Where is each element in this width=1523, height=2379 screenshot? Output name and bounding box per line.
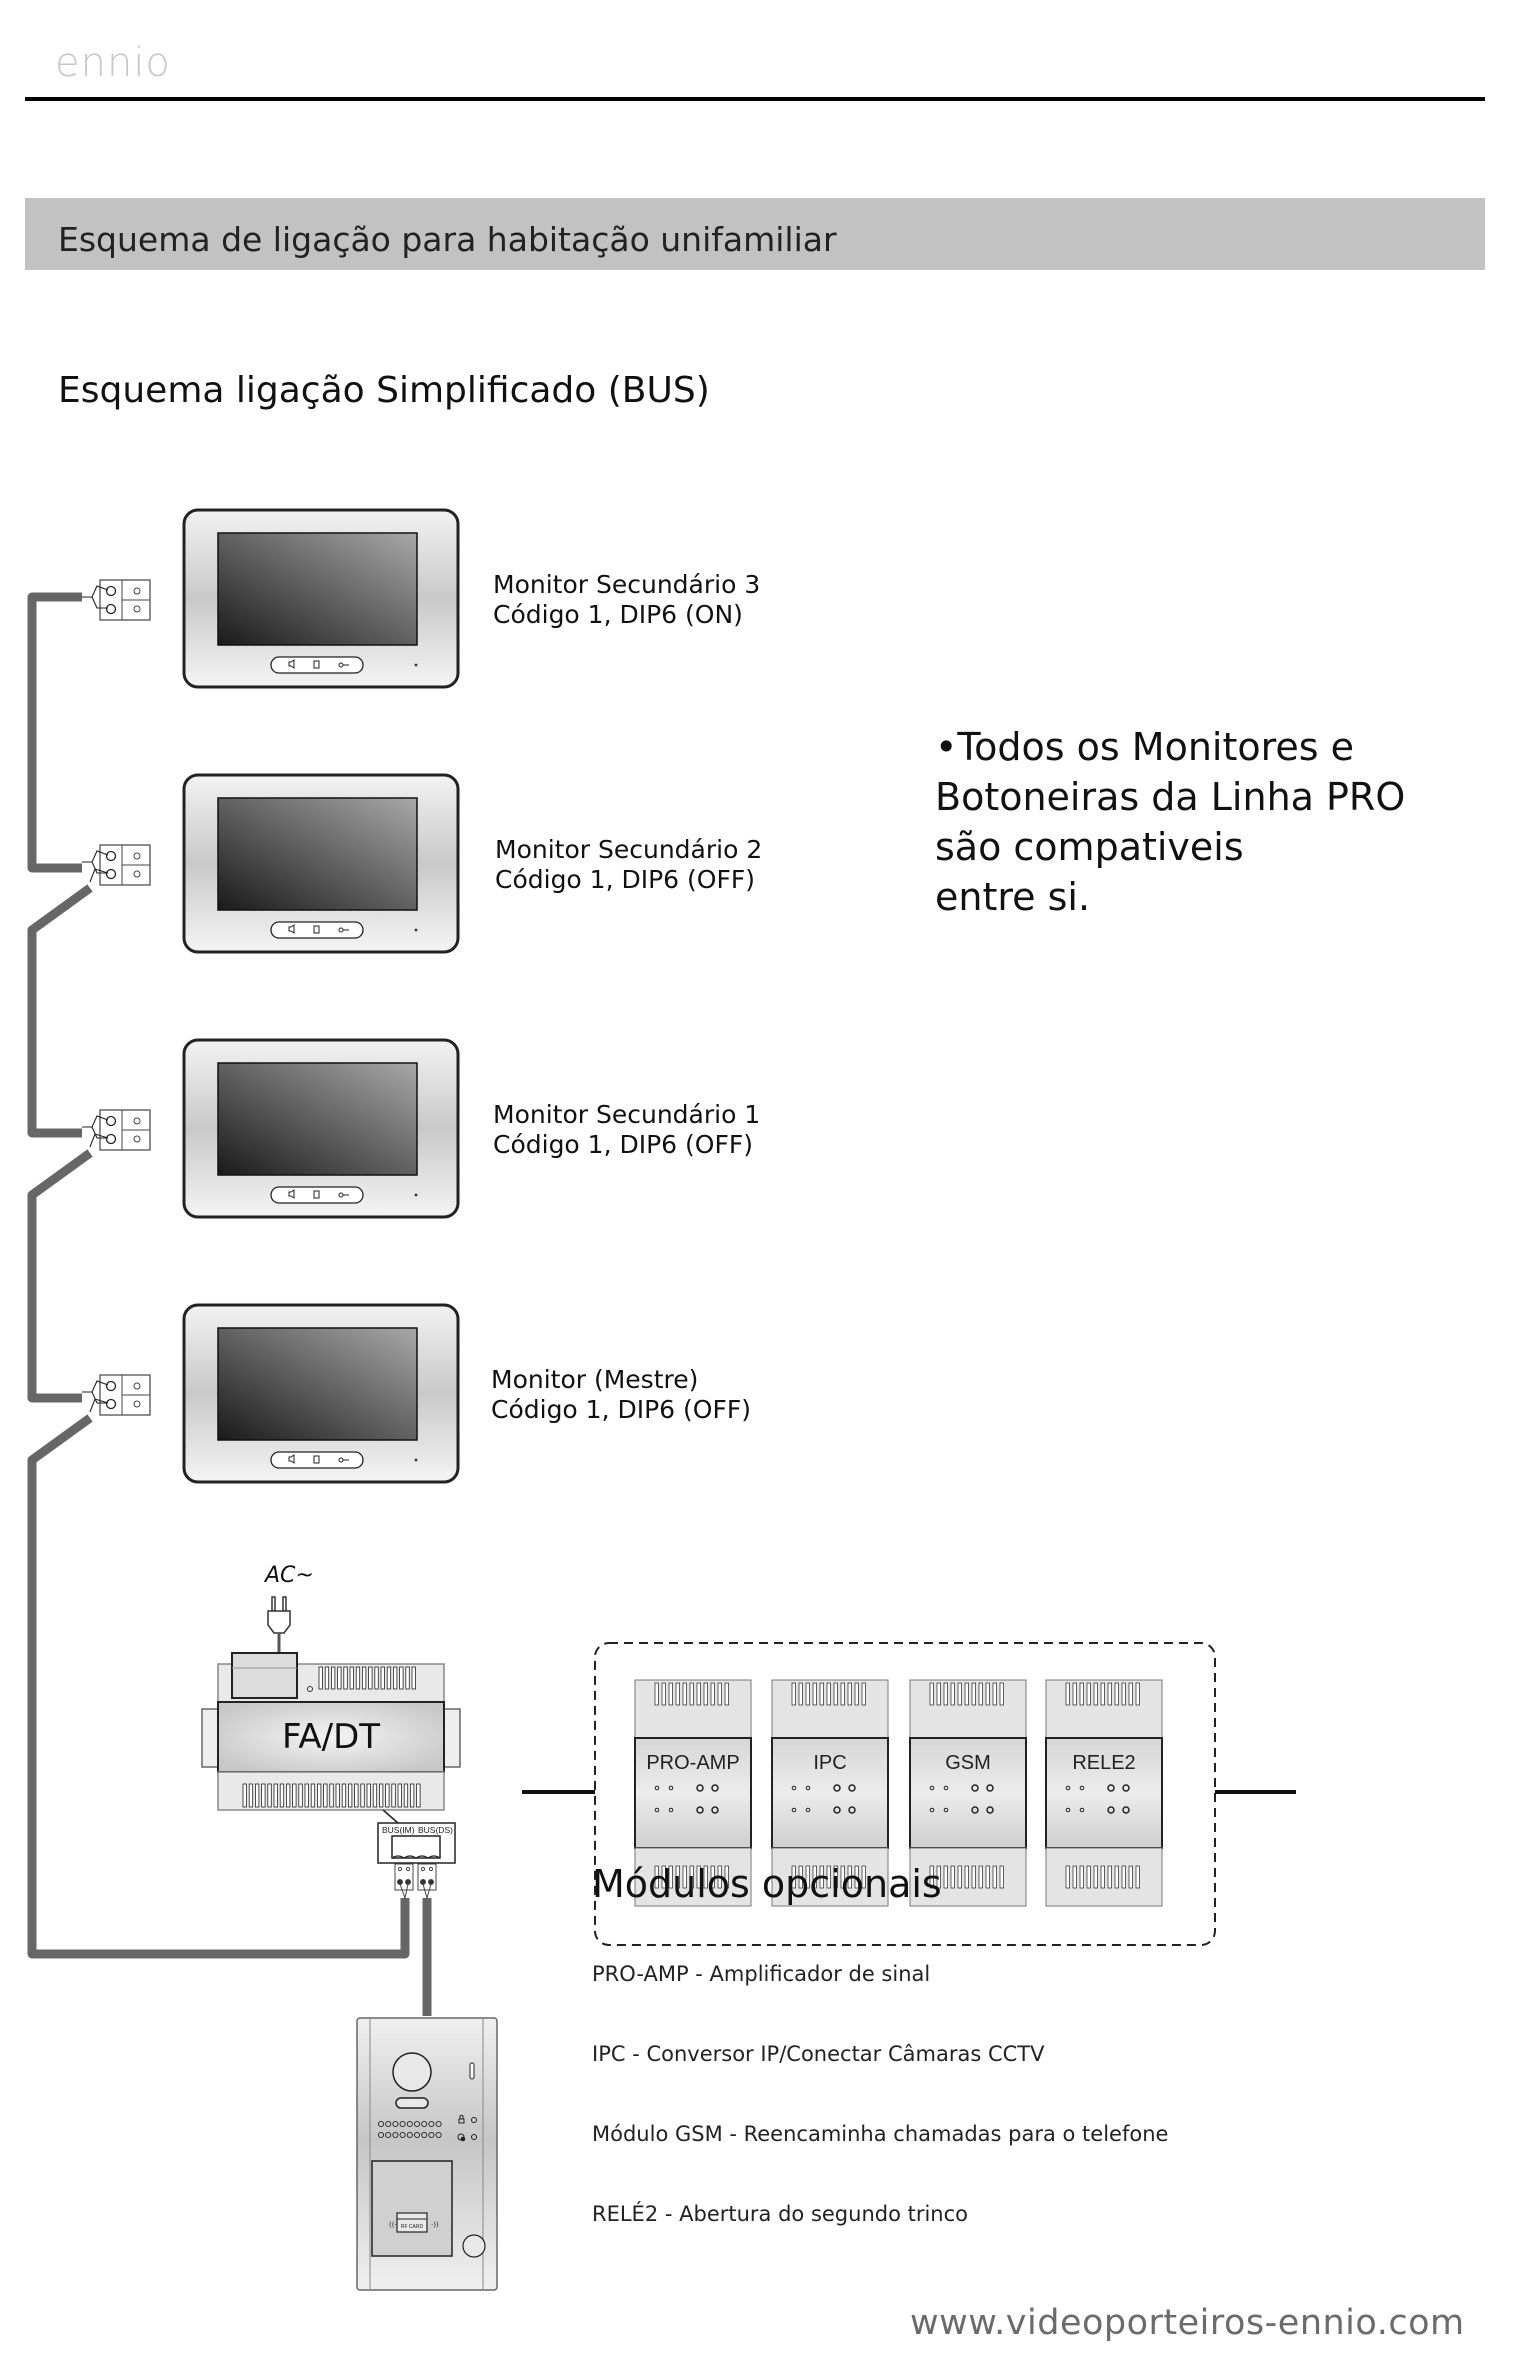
speaker-icon [288,924,295,934]
ac-label: AC~ [263,1563,314,1588]
document-icon [313,1455,320,1464]
footer-url[interactable]: www.videoporteiros-ennio.com [910,2303,1465,2343]
monitor-config: Código 1, DIP6 (OFF) [493,1130,753,1159]
title-banner [25,198,1485,270]
terminal-block [82,1109,151,1151]
module-label: IPC [813,1752,846,1774]
svg-text:((·: ((· [389,2221,397,2229]
header-divider [25,97,1485,101]
call-indicator-icon [457,2133,477,2142]
module-label: RELE2 [1072,1752,1135,1774]
optional-module: GSM [909,1679,1027,1907]
module-description: RELÉ2 - Abertura do segundo trinco [592,2202,969,2226]
note-line: entre si. [935,875,1091,919]
terminal-block [82,1374,151,1416]
brand-logo: ennio [55,40,171,86]
compatibility-note: •Todos os Monitores e Botoneiras da Linh… [935,722,1405,922]
key-icon [338,662,349,668]
door-panel: RF CARD ((· ·)) [356,2017,498,2291]
monitor-screen [217,1062,418,1176]
monitor-screen [217,1327,418,1441]
monitor-config: Código 1, DIP6 (ON) [493,600,743,629]
monitor-config: Código 1, DIP6 (OFF) [491,1395,751,1424]
key-icon [338,927,349,933]
speaker-grille [377,2120,442,2139]
module-description: PRO-AMP - Amplificador de sinal [592,1962,931,1986]
module-description: Módulo GSM - Reencaminha chamadas para o… [592,2122,1169,2146]
optional-module: IPC [771,1679,889,1907]
module-label: PRO-AMP [646,1752,739,1774]
monitor-label: Monitor (Mestre)Código 1, DIP6 (OFF) [491,1365,751,1425]
monitor-screen [217,532,418,646]
key-icon [338,1192,349,1198]
speaker-icon [288,659,295,669]
camera-icon [392,2052,432,2092]
indoor-monitor [182,1303,460,1484]
svg-text:·)): ·)) [431,2221,439,2229]
call-button [462,2234,486,2258]
optional-modules-group [594,1642,1216,1946]
terminal-block [82,844,151,886]
monitor-name: Monitor Secundário 2 [495,835,763,864]
monitor-name: Monitor (Mestre) [491,1365,699,1394]
psu-label: FA/DT [282,1717,380,1757]
document-icon [313,925,320,934]
logo-text: ennio [55,40,171,86]
monitor-name: Monitor Secundário 1 [493,1100,761,1129]
indoor-monitor [182,1038,460,1219]
speaker-icon [288,1189,295,1199]
speaker-icon [288,1454,295,1464]
note-line: Todos os Monitores e [957,725,1355,769]
ac-plug-icon [267,1596,291,1655]
section-title: Esquema ligação Simplificado (BUS) [58,370,710,411]
bus-ds-label: BUS(DS) [418,1825,453,1835]
key-icon [338,1457,349,1463]
module-label: GSM [945,1752,991,1774]
lock-indicator-icon [458,2114,477,2124]
document-icon [313,660,320,669]
terminal-block [82,579,151,621]
power-supply [201,1596,461,1900]
banner-title: Esquema de ligação para habitação unifam… [58,220,837,259]
bus-cable [27,592,432,2016]
indoor-monitor [182,508,460,689]
module-description: IPC - Conversor IP/Conectar Câmaras CCTV [592,2042,1045,2066]
note-bullet: • [935,725,958,769]
document-icon [313,1190,320,1199]
monitor-name: Monitor Secundário 3 [493,570,761,599]
optional-modules-title: Módulos opcionais [592,1862,942,1906]
monitor-config: Código 1, DIP6 (OFF) [495,865,755,894]
bus-im-label: BUS(IM) [382,1825,415,1835]
optional-module: PRO-AMP [634,1679,752,1907]
optional-module: RELE2 [1045,1679,1163,1907]
note-line: são compativeis [935,825,1244,869]
monitor-screen [217,797,418,911]
rf-card-label: RF CARD [401,2224,424,2230]
note-line: Botoneiras da Linha PRO [935,775,1406,819]
rf-card-reader: RF CARD ((· ·)) [389,2212,439,2233]
indoor-monitor [182,773,460,954]
